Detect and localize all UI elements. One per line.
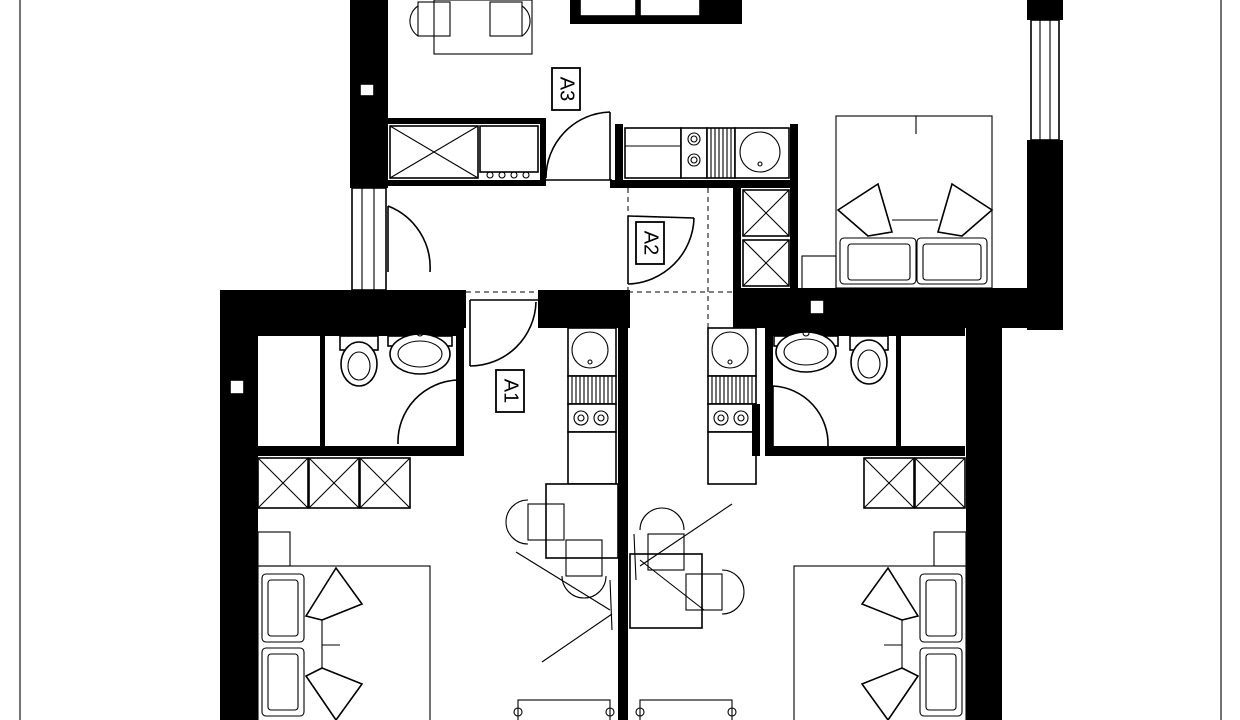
- wall-party: [618, 328, 628, 720]
- right-unit-bathroom: [772, 328, 958, 447]
- wall-a2-kitchen-bottom: [610, 180, 790, 188]
- wall-lower-top-mid: [538, 290, 630, 328]
- right-unit-bottom-chairs: [635, 699, 737, 720]
- a2-sofa-bed: [801, 115, 994, 291]
- wall-a3-kitchen-end: [540, 118, 546, 186]
- a1-closets: [257, 457, 411, 509]
- wall-right-top: [1027, 0, 1063, 20]
- wall-a3-left-middle: [350, 118, 388, 188]
- a2-closets: [742, 189, 790, 287]
- label-a2-text: A2: [640, 231, 662, 255]
- pillar-marker-top: [359, 83, 375, 97]
- wall-bath-right-top: [765, 328, 965, 336]
- pillar-marker-left: [229, 379, 245, 395]
- window-a3-left: [351, 187, 387, 291]
- wall-a3-kitchen-bottom: [386, 180, 546, 186]
- wall-lower-right: [966, 328, 1002, 720]
- right-unit-closets: [863, 457, 966, 509]
- label-a3: A3: [551, 67, 581, 111]
- wall-a2-closet-left: [733, 186, 741, 294]
- wall-bath-left-partition: [320, 336, 325, 446]
- wall-bath-right-bottom: [765, 446, 965, 456]
- wall-bath-right-partition: [896, 336, 901, 446]
- wall-a2-closet-right: [790, 124, 798, 294]
- wall-upper-bottom-right: [733, 288, 1063, 328]
- wall-bath-left-top: [258, 328, 458, 336]
- a3-kitchen-counter: [389, 125, 539, 179]
- right-unit-kitchen-column: [707, 327, 760, 485]
- a1-entry-door: [469, 299, 538, 367]
- wall-a3-left-upper: [350, 0, 388, 120]
- pillar-marker-right: [809, 299, 825, 315]
- wall-bath-left-right: [456, 328, 464, 448]
- window-right: [1030, 19, 1060, 141]
- a3-entry-door: [387, 205, 431, 273]
- right-unit-dining-set: [629, 503, 745, 629]
- a1-bathroom: [262, 327, 459, 446]
- walls: [220, 0, 1063, 720]
- a1-sofa-bed: [257, 531, 431, 720]
- a1-bottom-chairs: [513, 699, 615, 720]
- a3-dining-set: [409, 0, 533, 55]
- wall-bath-left-bottom: [258, 446, 464, 456]
- right-unit-sofa-bed: [793, 531, 967, 720]
- a2-kitchenette: [624, 127, 790, 179]
- a1-kitchen-column: [567, 327, 617, 485]
- a1-dining-set: [505, 483, 619, 663]
- wall-a2-kitchen-left: [615, 124, 623, 188]
- label-a1-text: A1: [500, 379, 522, 403]
- a3-top-cabinet-inner: [579, 0, 729, 17]
- a2-door: [627, 215, 695, 285]
- label-a1: A1: [495, 369, 525, 413]
- wall-lower-top-left: [220, 290, 466, 328]
- a3-door: [545, 111, 612, 181]
- label-a3-text: A3: [556, 77, 578, 101]
- wall-a3-kitchen-top: [386, 118, 546, 124]
- label-a2: A2: [635, 221, 665, 265]
- wall-lower-left: [220, 290, 258, 720]
- wall-bath-right-left: [765, 328, 773, 448]
- windows: [351, 19, 1060, 291]
